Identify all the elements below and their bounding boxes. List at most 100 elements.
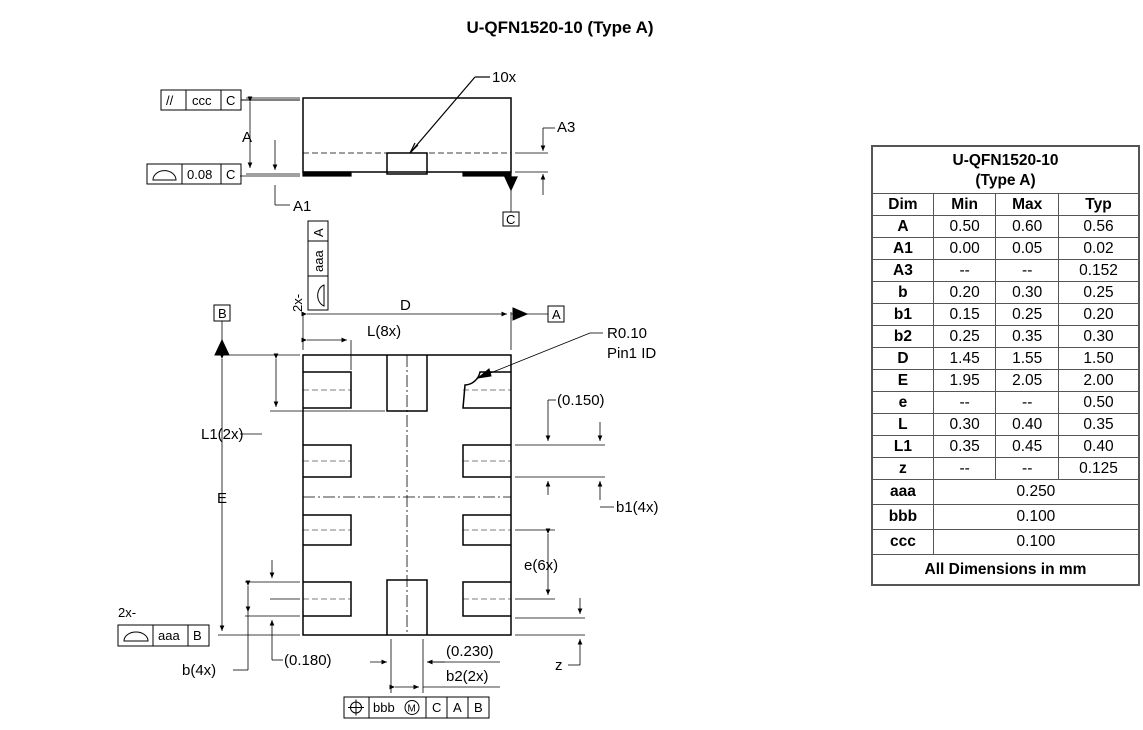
row-max: 0.40 xyxy=(995,413,1060,436)
dim-A3-label: A3 xyxy=(557,119,575,136)
row-min: -- xyxy=(932,457,997,480)
row-typ: 0.02 xyxy=(1058,237,1139,260)
side-view xyxy=(240,76,555,227)
row-typ: 0.152 xyxy=(1058,259,1139,282)
dim-b2-label: b2(2x) xyxy=(446,668,489,685)
vertical-fcf-tol: aaa xyxy=(311,250,326,272)
table-row: A3----0.152 xyxy=(872,259,1139,282)
dim-E-label: E xyxy=(217,490,227,507)
row-typ: 0.40 xyxy=(1058,435,1139,458)
span-row-value: 0.100 xyxy=(932,529,1140,555)
row-min: -- xyxy=(932,259,997,282)
radius-label: R0.10 xyxy=(607,325,647,342)
surface-profile-fcf xyxy=(146,163,242,185)
dim-e-label: e(6x) xyxy=(524,557,558,574)
datum-C-label: C xyxy=(506,212,515,227)
vertical-profile-fcf xyxy=(307,220,329,311)
row-max: 1.55 xyxy=(995,347,1060,370)
row-max: -- xyxy=(995,259,1060,282)
dim-z-label: z xyxy=(555,657,563,674)
position-fcf xyxy=(343,696,490,719)
parallel-symbol: // xyxy=(166,93,174,108)
table-title-line-2: (Type A) xyxy=(975,172,1036,189)
mmc-modifier-circle xyxy=(404,700,420,715)
header-typ: Typ xyxy=(1058,193,1139,216)
row-max: 0.25 xyxy=(995,303,1060,326)
dim-D-label: D xyxy=(400,297,411,314)
header-max: Max xyxy=(995,193,1060,216)
side-view-right-lead xyxy=(462,171,512,177)
parallelism-fcf xyxy=(160,89,300,111)
row-dim: z xyxy=(872,457,934,480)
row-typ: 0.25 xyxy=(1058,281,1139,304)
row-dim: b1 xyxy=(872,303,934,326)
drawing-title: U-QFN1520-10 (Type A) xyxy=(466,18,654,37)
flat-datum: C xyxy=(226,167,235,182)
count-10x-label: 10x xyxy=(492,69,517,86)
dim-L1-label: L1(2x) xyxy=(201,426,244,443)
pad-right-1 xyxy=(462,371,511,409)
table-row: e----0.50 xyxy=(872,391,1139,414)
position-fcf-datum-1: C xyxy=(432,700,441,715)
dim-0180-label: (0.180) xyxy=(284,652,332,669)
dim-b-label: b(4x) xyxy=(182,662,216,679)
position-fcf-modifier: M xyxy=(408,704,416,715)
row-typ: 0.20 xyxy=(1058,303,1139,326)
row-min: 1.45 xyxy=(932,347,997,370)
dim-L-label: L(8x) xyxy=(367,323,401,340)
row-max: 0.30 xyxy=(995,281,1060,304)
row-max: 0.35 xyxy=(995,325,1060,348)
row-min: 0.00 xyxy=(932,237,997,260)
row-max: -- xyxy=(995,457,1060,480)
table-title: U-QFN1520-10 (Type A) xyxy=(872,146,1139,194)
row-typ: 2.00 xyxy=(1058,369,1139,392)
row-max: -- xyxy=(995,391,1060,414)
table-row: z----0.125 xyxy=(872,457,1139,480)
row-dim: A3 xyxy=(872,259,934,282)
bottom-left-fcf-tol: aaa xyxy=(158,628,180,643)
row-dim: A1 xyxy=(872,237,934,260)
row-typ: 0.30 xyxy=(1058,325,1139,348)
span-row-dim: bbb xyxy=(872,504,934,530)
row-dim: E xyxy=(872,369,934,392)
vertical-fcf-datum: A xyxy=(311,228,326,237)
side-view-left-lead xyxy=(302,171,352,177)
row-min: 0.20 xyxy=(932,281,997,304)
vertical-fcf-2x: 2x- xyxy=(290,294,305,312)
table-title-line-1: U-QFN1520-10 xyxy=(952,152,1059,169)
bottom-left-2x-label: 2x- xyxy=(118,605,136,620)
span-row-dim: ccc xyxy=(872,529,934,555)
row-typ: 0.50 xyxy=(1058,391,1139,414)
span-row-value: 0.100 xyxy=(932,504,1140,530)
position-fcf-datum-2: A xyxy=(453,700,462,715)
header-min: Min xyxy=(932,193,997,216)
parallel-datum: C xyxy=(226,93,235,108)
dim-0230-label: (0.230) xyxy=(446,643,494,660)
side-view-center-lead xyxy=(386,152,428,175)
side-view-body xyxy=(302,97,512,173)
row-typ: 0.125 xyxy=(1058,457,1139,480)
row-typ: 0.56 xyxy=(1058,215,1139,238)
row-max: 0.05 xyxy=(995,237,1060,260)
row-typ: 0.35 xyxy=(1058,413,1139,436)
row-min: 0.35 xyxy=(932,435,997,458)
row-min: -- xyxy=(932,391,997,414)
pin1-id-label: Pin1 ID xyxy=(607,345,656,362)
bottom-left-profile-fcf xyxy=(117,624,210,647)
row-dim: e xyxy=(872,391,934,414)
position-fcf-tol: bbb xyxy=(373,700,395,715)
row-dim: L1 xyxy=(872,435,934,458)
row-dim: b2 xyxy=(872,325,934,348)
